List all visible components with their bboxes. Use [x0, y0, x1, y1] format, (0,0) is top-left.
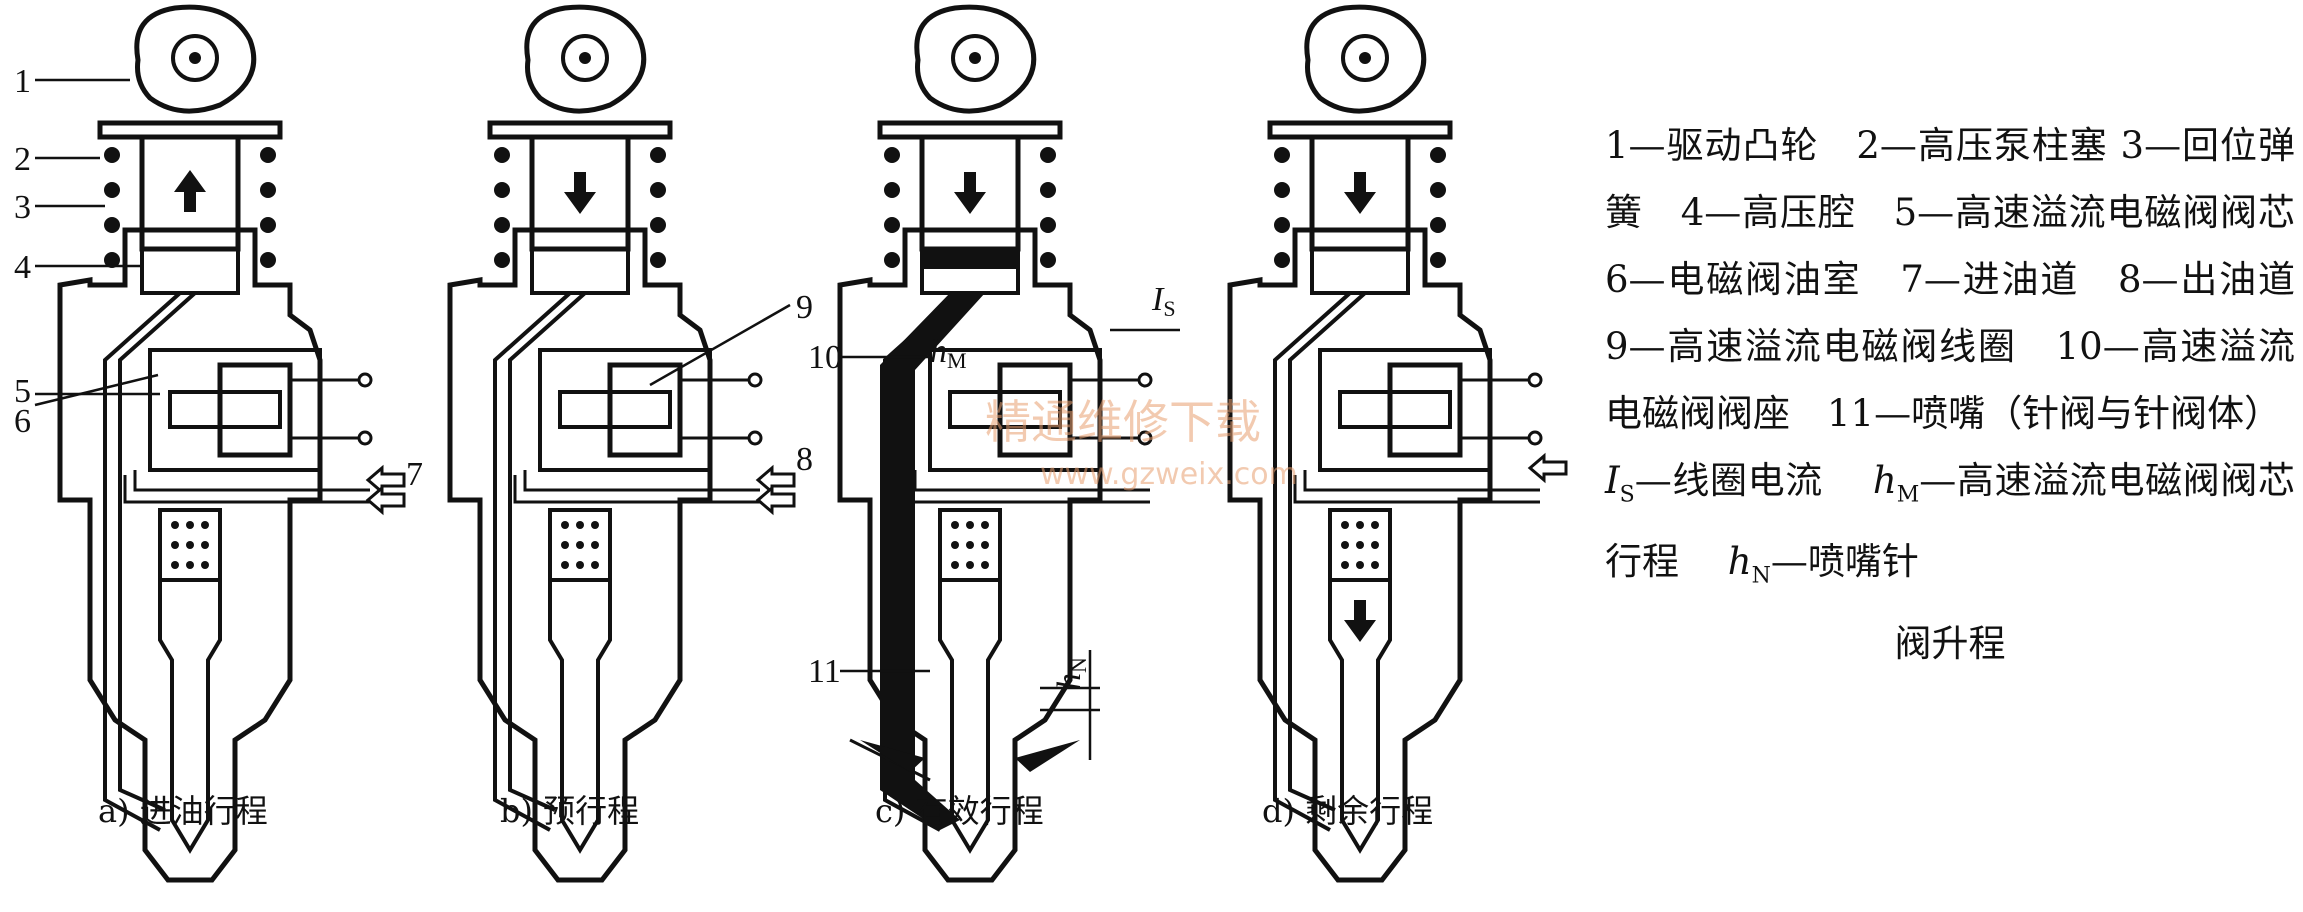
legend: 1—驱动凸轮 2—高压泵柱塞 3—回位弹簧 4—高压腔 5—高速溢流电磁阀阀芯 … [1605, 112, 2303, 677]
legend-hn-symbol: hN [1727, 540, 1771, 589]
outlet-arrow-icon [756, 466, 796, 494]
legend-last-line: 阀升程 [1894, 621, 2006, 665]
caption-b: b) 预行程 [500, 792, 639, 830]
caption-a: a) 进油行程 [98, 792, 268, 830]
subfigure-c-drawing [840, 7, 1151, 880]
is-symbol: IS [1151, 281, 1176, 321]
watermark-url: www.gzweix.com [1040, 457, 1298, 492]
flow-arrow-icon [1528, 454, 1568, 482]
callout-7: 7 [406, 456, 423, 493]
caption-d: d) 剩余行程 [1262, 792, 1433, 830]
hm-symbol: hM [930, 333, 967, 373]
inlet-arrow-icon [366, 486, 406, 514]
legend-is-desc: —线圈电流 [1634, 459, 1823, 502]
legend-hm-symbol: hM [1872, 459, 1920, 508]
leader-lines [34, 78, 1180, 673]
callout-1: 1 [14, 63, 31, 100]
watermark-text: 精通维修下载 [985, 395, 1261, 449]
callout-3: 3 [14, 189, 31, 226]
callout-5: 5 [14, 373, 31, 410]
legend-line-2: 3—回位弹簧 4—高压腔 5—高速溢流电磁阀阀芯 6—电磁阀油室 7—进油道 8… [1605, 124, 2303, 435]
legend-is-symbol: IS [1605, 459, 1635, 508]
hn-symbol: hN [1051, 657, 1091, 690]
subfigure-a-drawing [60, 7, 371, 880]
callout-4: 4 [14, 249, 31, 286]
caption-c: c) 有效行程 [875, 792, 1044, 830]
legend-hm-desc: —高速溢流电磁阀阀芯行程 [1605, 459, 2296, 584]
inlet-arrow-icon [366, 466, 406, 494]
subfigure-d-drawing [1230, 7, 1541, 880]
outlet-arrow-icon [756, 486, 796, 514]
callout-9: 9 [796, 289, 813, 326]
callout-10: 10 [808, 339, 842, 376]
callout-8: 8 [796, 441, 813, 478]
legend-line-1: 1—驱动凸轮 2—高压泵柱塞 [1605, 124, 2108, 167]
callout-2: 2 [14, 141, 31, 178]
callout-11: 11 [808, 653, 841, 690]
subfigure-b-drawing [450, 7, 761, 880]
callout-6: 6 [14, 403, 31, 440]
hn-dimension [1040, 650, 1100, 760]
legend-hn-desc: —喷嘴针 [1770, 540, 1919, 584]
